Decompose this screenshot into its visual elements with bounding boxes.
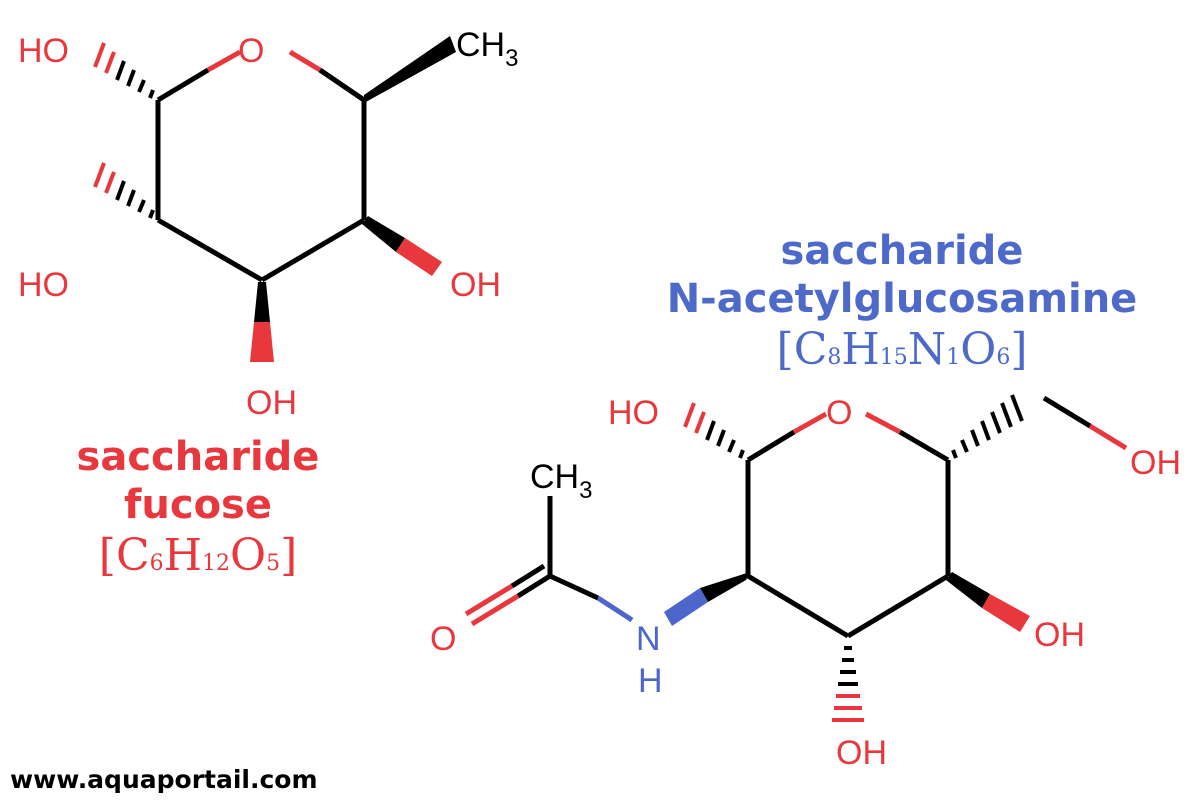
watermark-url: www.aquaportail.com [10, 765, 318, 794]
nag-bond-o-c5-red [864, 411, 902, 435]
nag-nitrogen: N [636, 620, 661, 658]
fucose-oh-3: OH [246, 384, 297, 422]
nag-bond-co-1-red [470, 593, 520, 627]
nag-nitrogen-hydrogen: H [638, 662, 663, 700]
fucose-ho-1: HO [18, 32, 69, 70]
fucose-label: saccharide fucose [C6H12O5] [76, 433, 321, 582]
fucose-bond-o-c5 [318, 67, 366, 103]
nag-wedge-n [700, 572, 750, 602]
fucose-molecule: O HO HO OH OH CH3 [18, 26, 518, 422]
fucose-methyl: CH3 [456, 26, 518, 72]
nag-molecule: O HO OH OH OH O N H CH3 [430, 394, 1181, 772]
nag-bond-c1-o-red [792, 411, 828, 435]
fucose-wedge-oh4-red [396, 238, 442, 276]
nag-oh-3: OH [836, 734, 887, 772]
nag-formula: [C8H15N1O6] [777, 324, 1028, 375]
fucose-bond-c1-o [156, 67, 210, 103]
nag-bond-ch2-oh [1042, 395, 1092, 429]
fucose-hash-ho1-red [93, 42, 116, 74]
nag-methyl: CH3 [530, 458, 592, 504]
fucose-hash-ho2-red [93, 162, 116, 194]
fucose-bond-c4-c3 [260, 217, 366, 283]
nag-hash-ho1-red [683, 402, 706, 434]
nag-oh-4: OH [1034, 616, 1085, 654]
nag-bond-n-c [548, 573, 600, 601]
nag-bond-c1-o [746, 429, 796, 463]
fucose-bond-c3-c2 [156, 217, 264, 283]
nag-wedge-oh4 [946, 572, 990, 608]
nag-bond-c4-c3 [846, 573, 950, 639]
fucose-ring-oxygen: O [238, 32, 264, 70]
nag-bond-co-2 [510, 563, 546, 589]
fucose-wedge-oh3-red [250, 322, 274, 362]
fucose-wedge-oh3 [254, 282, 270, 322]
nag-hash-oh3 [838, 646, 858, 686]
fucose-ho-2: HO [18, 266, 69, 304]
nag-bond-co-2-red [464, 583, 514, 617]
nag-wedge-n-blue [664, 588, 708, 626]
nag-hash-ch2 [951, 394, 1024, 459]
fucose-hash-ho1 [115, 60, 155, 99]
fucose-wedge-oh4 [362, 216, 405, 252]
nag-wedge-oh4-red [982, 594, 1030, 632]
nag-bond-ch2-oh-red [1088, 423, 1128, 451]
nag-hash-oh3-red [832, 694, 864, 722]
nag-name-line2: N-acetylglucosamine [667, 276, 1138, 322]
nag-hash-ho1 [705, 420, 745, 459]
nag-carbonyl-oxygen: O [430, 620, 456, 658]
nag-bond-c3-c2 [746, 573, 850, 639]
fucose-wedge-ch3 [364, 36, 456, 103]
nag-ring-oxygen: O [826, 394, 852, 432]
fucose-bond-c1-o-red [206, 49, 242, 73]
fucose-oh-4: OH [450, 266, 501, 304]
nag-bond-o-c5 [898, 429, 950, 463]
nag-bond-co-1 [516, 573, 552, 599]
fucose-name-line1: saccharide [77, 434, 320, 480]
nag-ho-1: HO [608, 394, 659, 432]
nag-bond-n-c-blue [596, 595, 634, 623]
fucose-name-line2: fucose [124, 482, 272, 528]
fucose-formula: [C6H12O5] [99, 530, 297, 581]
fucose-bond-o-c5-red [288, 49, 322, 73]
nag-label: saccharide N-acetylglucosamine [C8H15N1O… [666, 227, 1139, 376]
nag-name-line1: saccharide [781, 228, 1024, 274]
fucose-hash-ho2 [115, 180, 155, 219]
nag-oh-6: OH [1130, 444, 1181, 482]
